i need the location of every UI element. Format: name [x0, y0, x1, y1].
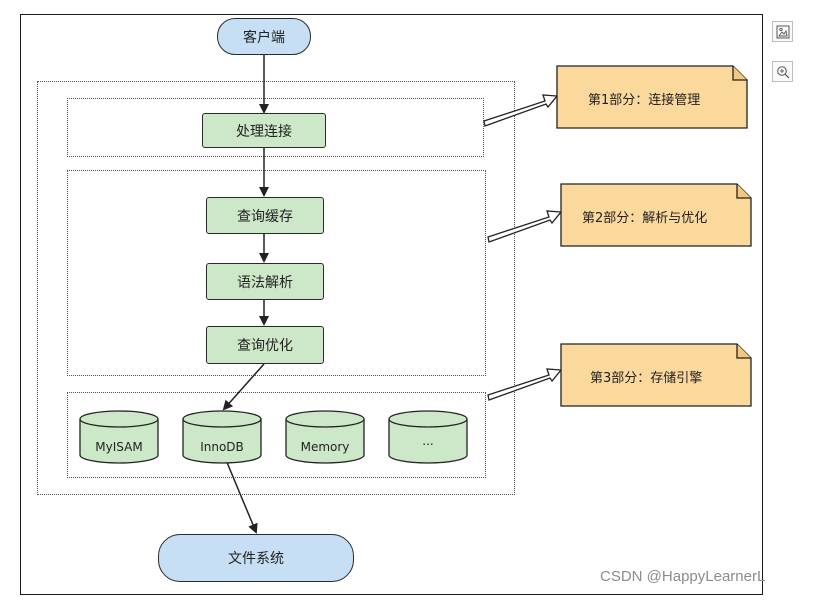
file-system-node: 文件系统 — [158, 534, 354, 582]
engine-cylinder-more — [388, 410, 468, 464]
image-icon[interactable] — [772, 21, 793, 42]
optimize-node: 查询优化 — [206, 326, 324, 364]
note-text-1: 第1部分：连接管理 — [588, 93, 701, 108]
server-region — [37, 81, 515, 495]
connection-region — [67, 98, 484, 157]
parse-node: 语法解析 — [206, 263, 324, 300]
hollow-arrow-3 — [487, 368, 563, 401]
note-text-2: 第2部分：解析与优化 — [582, 211, 708, 226]
engine-region — [67, 392, 486, 478]
engine-label-innodb: InnoDB — [200, 440, 244, 454]
note-text-3: 第3部分：存储引擎 — [590, 371, 703, 386]
engine-label-more: ... — [422, 434, 434, 448]
connection-node: 处理连接 — [202, 113, 326, 148]
client-node: 客户端 — [217, 18, 311, 55]
hollow-arrow-1 — [483, 94, 559, 127]
note-shape-3 — [560, 343, 752, 407]
engine-label-memory: Memory — [300, 440, 350, 454]
note-shape-2 — [560, 183, 752, 247]
hollow-arrow-2 — [487, 210, 563, 243]
query-cache-node: 查询缓存 — [206, 197, 324, 234]
arrow-optimize-to-innodb — [222, 363, 265, 411]
engine-cylinder-memory — [285, 410, 365, 464]
note-shape-1 — [556, 65, 748, 129]
engine-cylinder-innodb — [182, 410, 262, 464]
parse-optimize-region — [67, 170, 486, 376]
engine-label-myisam: MyISAM — [95, 440, 143, 454]
watermark: CSDN @HappyLearnerL — [600, 568, 766, 585]
engine-cylinder-myisam — [79, 410, 159, 464]
zoom-in-icon[interactable] — [772, 61, 793, 82]
arrow-innodb-to-filesystem — [225, 459, 258, 534]
